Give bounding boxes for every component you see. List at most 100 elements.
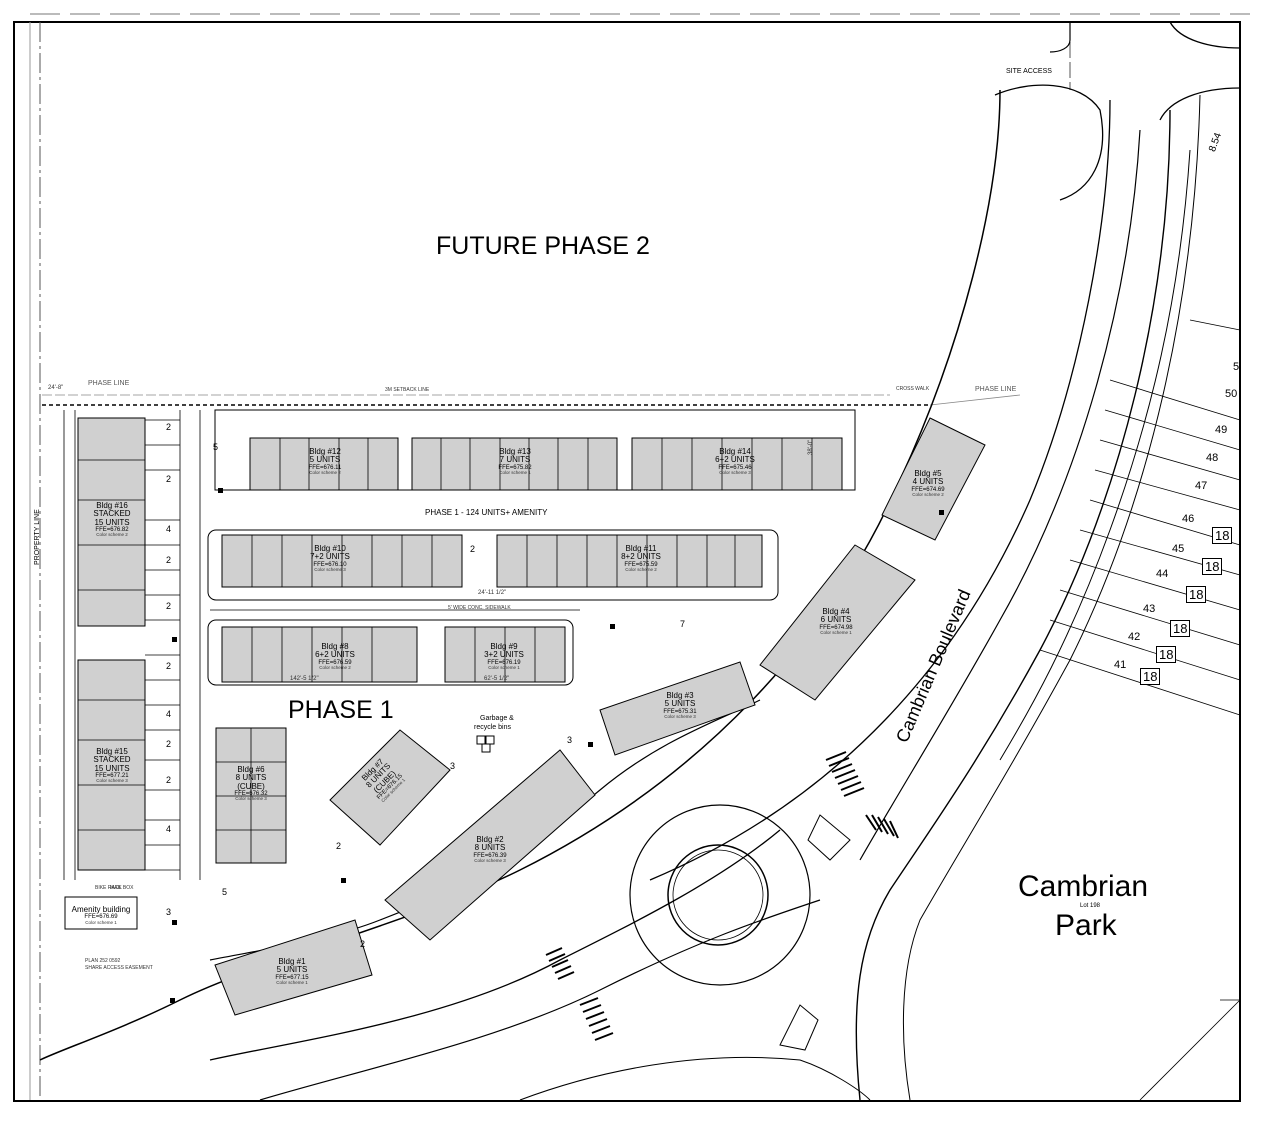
building-scheme: Color scheme 1 — [820, 630, 852, 636]
building-units: STACKED — [93, 755, 131, 765]
future-phase-label: FUTURE PHASE 2 — [436, 232, 650, 260]
central-block — [207, 529, 779, 601]
building-12 — [249, 437, 399, 491]
building-title: Bldg #1 — [278, 957, 306, 966]
lot-42: 42 — [1128, 631, 1141, 643]
lot-tag: 18 — [1156, 646, 1177, 663]
building-15-label: Bldg #15 STACKED 15 UNITS FFE=677.21 Col… — [80, 747, 144, 784]
lot-5: 5 — [1233, 361, 1240, 373]
drawing-frame — [13, 21, 1241, 1102]
unit-dividers — [78, 438, 813, 863]
building-units-2: 15 UNITS — [94, 517, 130, 527]
stall-count: 3 — [166, 907, 172, 917]
building-title: Bldg #14 — [719, 447, 751, 456]
building-scheme: Color scheme 1 — [499, 470, 531, 476]
building-ffe: FFE=676.32 — [234, 791, 268, 798]
crosswalk-south — [545, 947, 575, 980]
phase-line-label-left: PHASE LINE — [88, 380, 130, 387]
building-units: 7+2 UNITS — [310, 552, 350, 562]
phase-line-label-right: PHASE LINE — [975, 386, 1017, 393]
amenity-label: Amenity building FFE=676.69 Color scheme… — [66, 905, 136, 925]
building-units: 3+2 UNITS — [484, 650, 524, 660]
building-scheme: Color scheme 3 — [314, 567, 346, 573]
building-units: 6+2 UNITS — [315, 650, 355, 660]
lot-46: 46 — [1182, 513, 1195, 525]
bike-rack-label: BIKE RACK — [95, 885, 122, 891]
stall-count: 2 — [166, 661, 172, 671]
building-scheme: Color scheme 3 — [235, 796, 267, 802]
lot-tag: 18 — [1202, 558, 1223, 575]
building-ffe: FFE=675.59 — [624, 561, 658, 568]
building-1-label: Bldg #1 5 UNITS FFE=677.15 Color scheme … — [262, 957, 322, 986]
building-scheme: Color scheme 2 — [319, 665, 351, 671]
building-11 — [496, 534, 763, 588]
garbage-bins — [476, 735, 495, 753]
building-3 — [599, 661, 756, 756]
building-scheme: Color scheme 2 — [625, 567, 657, 573]
building-14 — [631, 437, 843, 491]
stall-count: 4 — [166, 709, 172, 719]
crosswalk-south-2 — [579, 997, 614, 1041]
dimension: 38'-0" — [808, 439, 814, 455]
building-9-label: Bldg #9 3+2 UNITS FFE=676.19 Color schem… — [472, 642, 536, 671]
building-ffe: FFE=675.31 — [663, 708, 697, 715]
building-scheme: Color scheme 3 — [474, 858, 506, 864]
building-12-label: Bldg #12 5 UNITS FFE=676.11 Color scheme… — [290, 447, 360, 476]
building-2-label: Bldg #2 8 UNITS FFE=676.39 Color scheme … — [460, 835, 520, 864]
dimension: 24'-8" — [48, 385, 64, 391]
building-4 — [759, 544, 916, 701]
lot-tag: 18 — [1140, 668, 1161, 685]
building-title: Bldg #8 — [321, 642, 349, 651]
lot-41: 41 — [1114, 659, 1127, 671]
stall-count: 5 — [213, 442, 219, 452]
stall-count: 2 — [470, 544, 476, 554]
building-title: Bldg #11 — [625, 544, 657, 553]
lot-43: 43 — [1143, 603, 1156, 615]
building-scheme: Color scheme 2 — [912, 492, 944, 498]
building-units: 5 UNITS — [276, 965, 308, 975]
stall-count: 4 — [166, 524, 172, 534]
dimension: 62'-5 1/2" — [484, 676, 510, 682]
phase-1-label: PHASE 1 — [288, 696, 394, 724]
garbage-label: Garbage & — [480, 715, 514, 722]
building-14-label: Bldg #14 6+2 UNITS FFE=675.46 Color sche… — [700, 447, 770, 476]
west-stall-lines — [145, 419, 180, 871]
building-units: 5 UNITS — [664, 699, 696, 709]
building-units: 6+2 UNITS — [715, 455, 755, 465]
phase-line-east — [929, 394, 1021, 406]
building-scheme: Color scheme 3 — [664, 714, 696, 720]
cross-walk-label: CROSS WALK — [896, 386, 930, 392]
stall-count: 2 — [336, 841, 342, 851]
curb-top-corner — [1049, 22, 1071, 53]
property-line-label: PROPERTY LINE — [34, 509, 41, 565]
park-name-1: Cambrian — [1018, 870, 1149, 903]
building-units: 8+2 UNITS — [621, 552, 661, 562]
east-lots-rear — [999, 149, 1191, 761]
building-title: Bldg #13 — [499, 447, 531, 456]
roundabout-island — [667, 844, 769, 946]
park-name-2: Park — [1055, 909, 1117, 942]
misc-markers — [170, 488, 944, 1003]
dimension: 142'-5 1/2" — [290, 676, 319, 682]
building-units: 7 UNITS — [499, 455, 531, 465]
phase-summary: PHASE 1 - 124 UNITS+ AMENITY — [425, 508, 548, 517]
building-title: Bldg #3 — [666, 691, 694, 700]
crosswalk-east-2 — [865, 814, 899, 839]
recycle-label: recycle bins — [474, 724, 511, 731]
building-1 — [214, 919, 373, 1016]
boulevard-east-edge-2 — [902, 94, 1201, 1101]
building-5-label: Bldg #5 4 UNITS FFE=674.69 Color scheme … — [898, 469, 958, 498]
building-ffe: FFE=676.59 — [318, 659, 352, 666]
building-title: Bldg #9 — [490, 642, 518, 651]
stall-count: 3 — [450, 761, 456, 771]
building-title: Bldg #15 — [96, 747, 128, 756]
park-lot: Lot 198 — [1080, 903, 1101, 909]
roundabout-outer — [629, 804, 811, 986]
stall-count: 2 — [360, 939, 366, 949]
lot-49: 49 — [1215, 424, 1228, 436]
roundabout-island-inner — [672, 849, 764, 941]
building-ffe: FFE=677.21 — [95, 773, 129, 780]
island-top — [994, 84, 1104, 201]
building-ffe: FFE=675.46 — [718, 464, 752, 471]
